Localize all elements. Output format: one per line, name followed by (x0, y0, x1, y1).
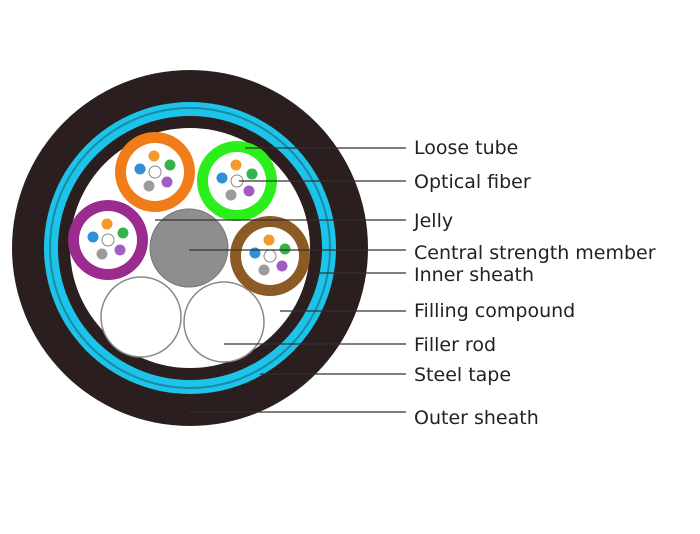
label-optical-fiber: Optical fiber (414, 171, 531, 193)
optical-fiber (225, 189, 237, 201)
label-filler-rod: Filler rod (414, 334, 496, 356)
optical-fiber (263, 249, 277, 263)
optical-fiber (263, 234, 275, 246)
optical-fiber (230, 159, 242, 171)
label-loose-tube: Loose tube (414, 137, 518, 159)
optical-fiber (161, 176, 173, 188)
optical-fiber (96, 248, 108, 260)
central-strength-member (149, 208, 229, 288)
label-steel-tape: Steel tape (414, 364, 511, 386)
label-inner-sheath: Inner sheath (414, 264, 534, 286)
optical-fiber (148, 150, 160, 162)
optical-fiber (114, 244, 126, 256)
optical-fiber (276, 260, 288, 272)
optical-fiber (143, 180, 155, 192)
optical-fiber (243, 185, 255, 197)
optical-fiber (249, 247, 261, 259)
label-jelly: Jelly (413, 210, 453, 232)
loose-tube-green (197, 141, 277, 221)
optical-fiber (87, 231, 99, 243)
optical-fiber (117, 227, 129, 239)
steel-tape-stripe (49, 107, 331, 389)
optical-fiber (101, 233, 115, 247)
optical-fiber (134, 163, 146, 175)
optical-fiber (216, 172, 228, 184)
optical-fiber (148, 165, 162, 179)
filler-rod-left (100, 276, 182, 358)
optical-fiber (101, 218, 113, 230)
optical-fiber (279, 243, 291, 255)
label-filling-compound: Filling compound (414, 300, 575, 322)
loose-tube-purple (68, 200, 148, 280)
optical-fiber (258, 264, 270, 276)
label-outer-sheath: Outer sheath (414, 407, 539, 429)
filler-rod-right (183, 281, 265, 363)
optical-fiber (246, 168, 258, 180)
loose-tube-orange (115, 132, 195, 212)
label-central-strength-member: Central strength member (414, 242, 656, 264)
optical-fiber (164, 159, 176, 171)
loose-tube-brown (230, 216, 310, 296)
